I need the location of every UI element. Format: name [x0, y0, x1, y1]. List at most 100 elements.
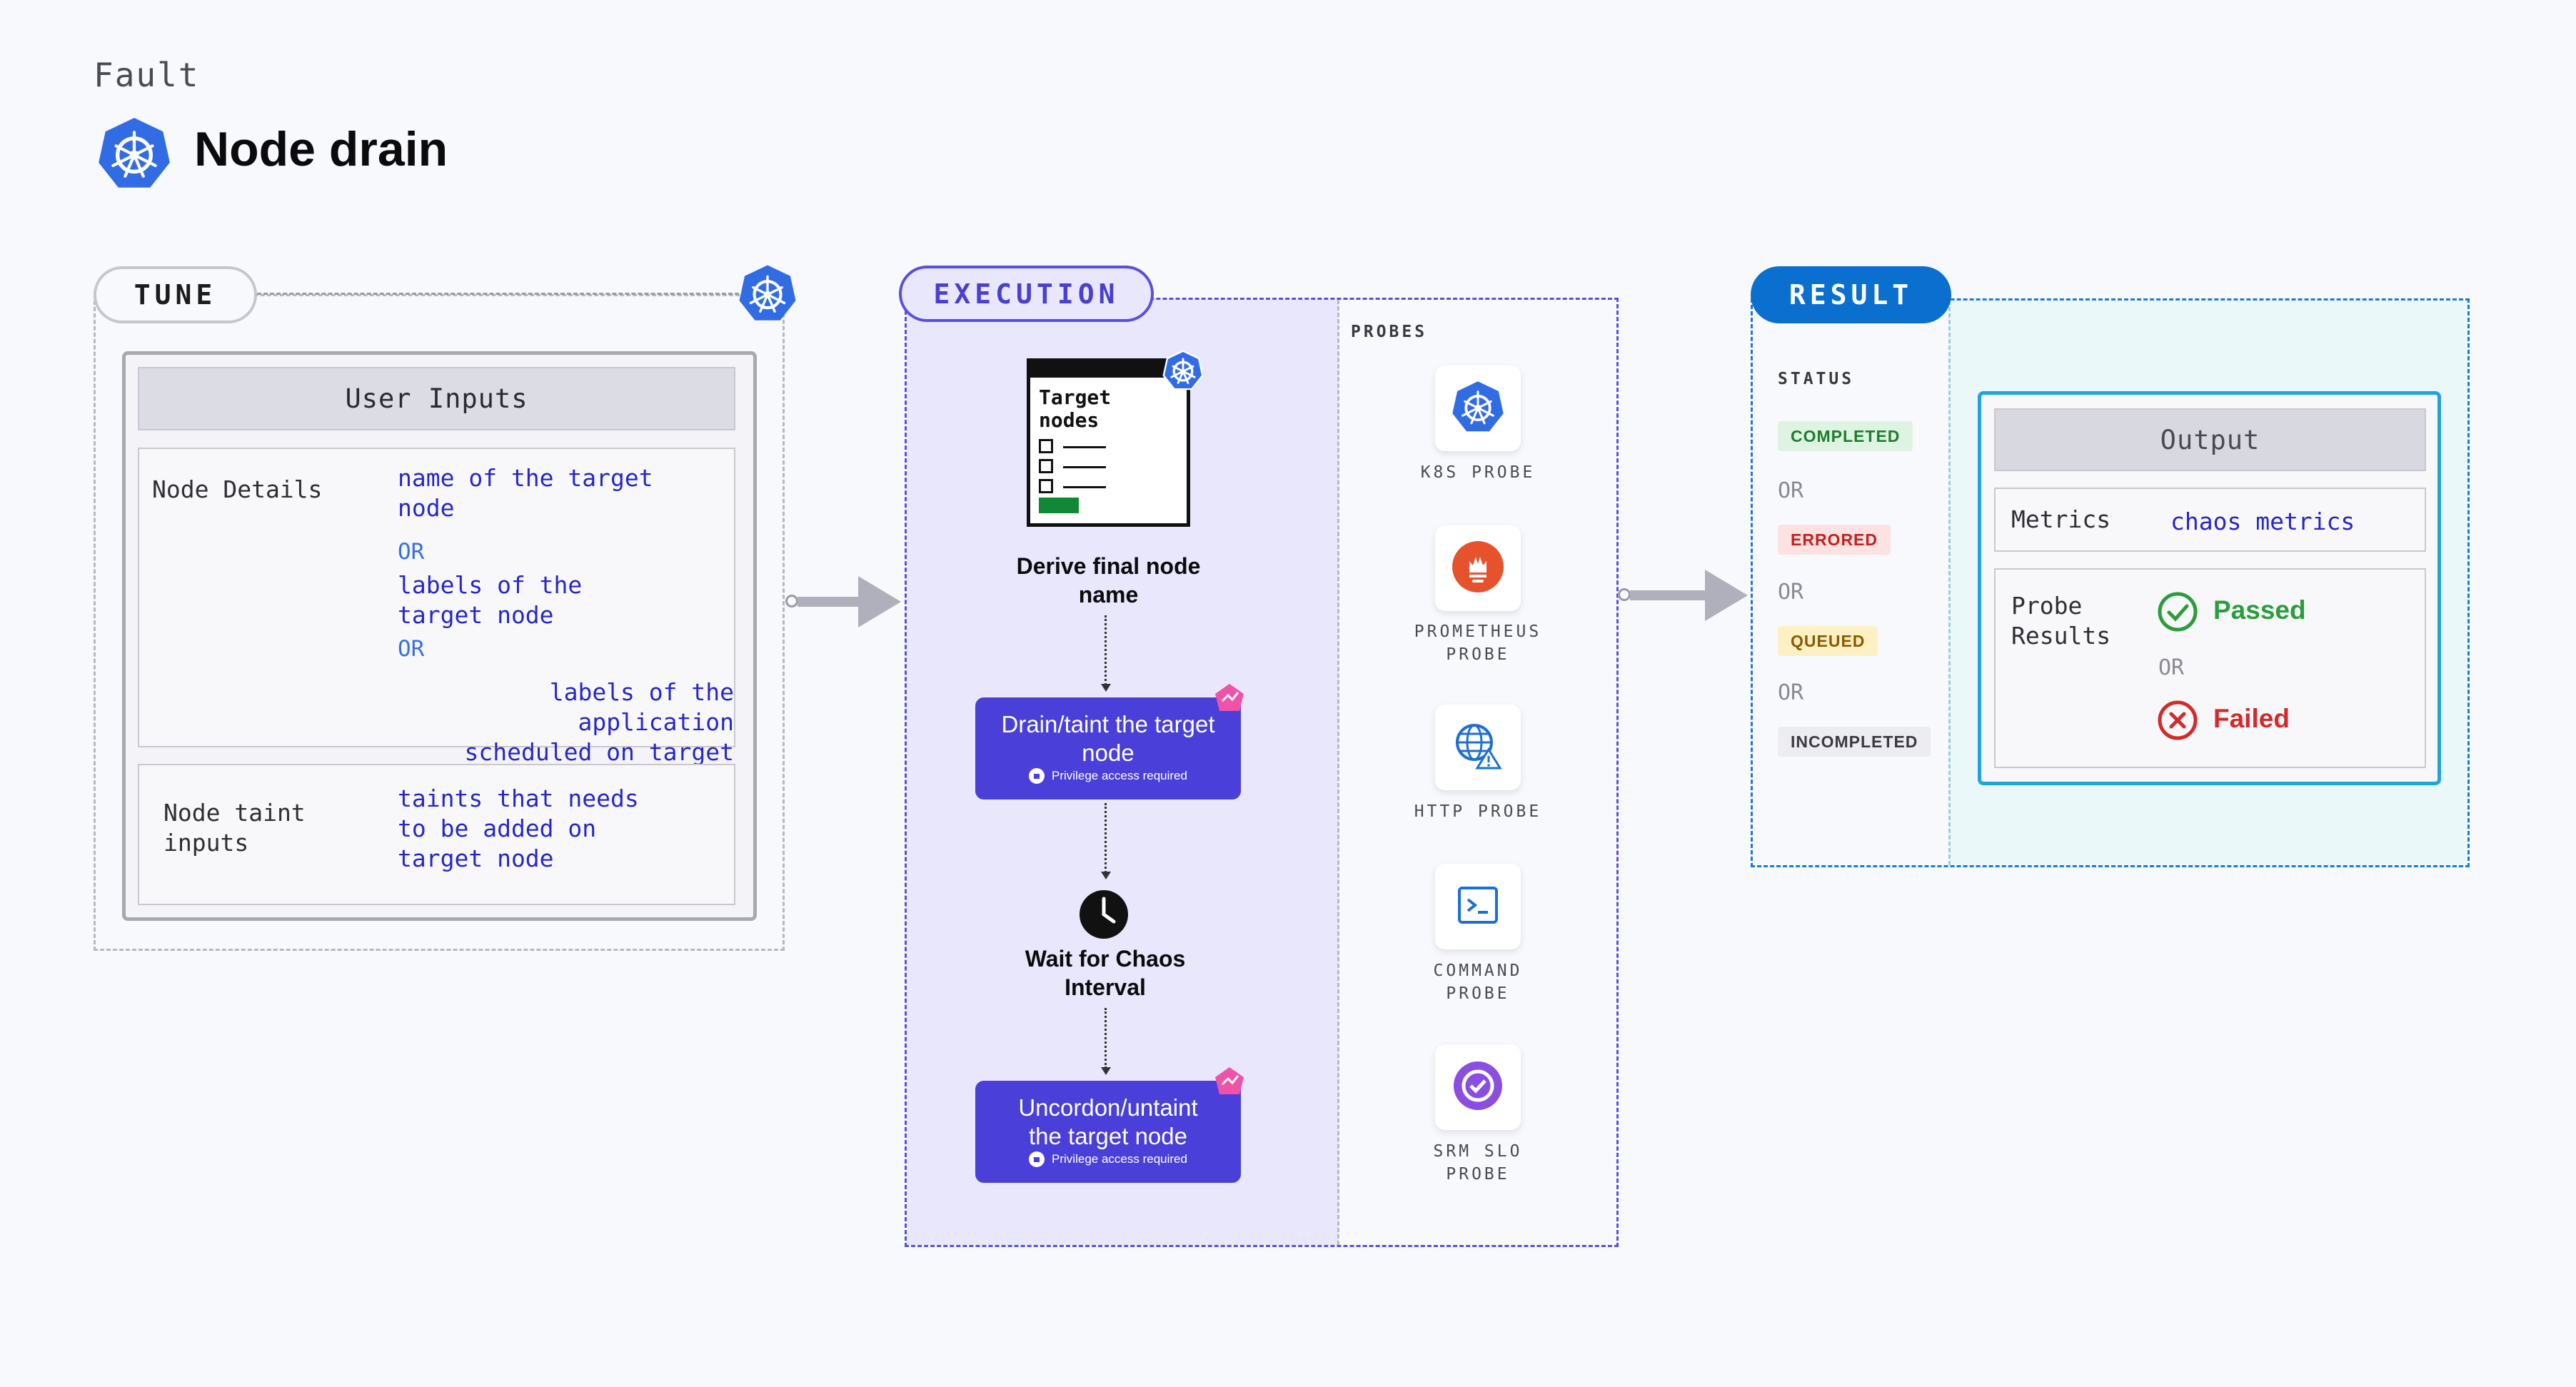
result-divider [1948, 301, 1951, 865]
label-line: inputs [163, 829, 249, 857]
tune-section [94, 294, 785, 951]
status-heading: STATUS [1778, 370, 1855, 388]
connector-dot [1618, 588, 1631, 601]
page-title: Node drain [194, 122, 448, 176]
step-wait-chaos-interval: Wait for Chaos Interval [998, 944, 1212, 1002]
check-circle-icon [2157, 591, 2198, 632]
arrow-head [858, 576, 901, 627]
or-label: OR [1778, 478, 1804, 503]
step-line: node [1082, 740, 1134, 766]
target-nodes-title: Target nodes [1039, 386, 1111, 432]
node-details-value: labels of the target node [398, 570, 582, 630]
prometheus-probe-label: PROMETHEUS PROBE [1385, 620, 1571, 666]
status-bar [1039, 498, 1079, 513]
flow-arrow-head [1101, 872, 1111, 879]
prometheus-probe-tile [1435, 525, 1521, 611]
value-line: target node [398, 844, 554, 872]
checklist-row [1039, 479, 1117, 495]
node-taint-card: Node taint inputs taints that needs to b… [138, 764, 735, 905]
node-taint-value: taints that needs to be added on target … [398, 784, 639, 874]
step-line: Derive final node [1016, 553, 1201, 579]
or-label: OR [398, 539, 425, 565]
globe-warning-icon [1453, 721, 1503, 775]
connector-dot [785, 595, 798, 607]
fault-label: Fault [94, 56, 200, 94]
step-line: the target node [1028, 1123, 1187, 1149]
privilege-note: Privilege access required [1052, 1152, 1187, 1166]
value-line: node [398, 494, 455, 522]
http-probe-label: HTTP PROBE [1385, 800, 1571, 823]
http-probe-tile [1435, 705, 1521, 790]
node-details-label: Node Details [152, 475, 323, 503]
probes-heading: PROBES [1351, 323, 1428, 341]
flow-arrow-head [1101, 1067, 1111, 1075]
kubernetes-icon [738, 263, 798, 323]
command-probe-label: COMMAND PROBE [1385, 959, 1571, 1005]
probe-label-line: PROBE [1446, 984, 1510, 1003]
title-line: Target [1039, 385, 1112, 409]
label-line: Node taint [163, 799, 306, 827]
lock-icon [1029, 768, 1045, 784]
output-title: Output [1994, 408, 2426, 471]
node-details-card: Node Details name of the target node OR … [138, 448, 735, 796]
or-label: OR [2158, 655, 2185, 680]
probe-results-label: Probe Results [2011, 591, 2110, 651]
kubernetes-icon [96, 116, 172, 191]
flow-arrow-head [1101, 684, 1111, 692]
step-uncordon-untaint: Uncordon/untaint the target node Privile… [975, 1081, 1241, 1183]
card-titlebar [1030, 362, 1187, 378]
checklist-row [1039, 459, 1117, 475]
node-details-value: name of the target node [398, 463, 653, 523]
label-line: Probe [2011, 592, 2083, 620]
privilege-note: Privilege access required [1052, 769, 1187, 782]
status-errored: ERRORED [1778, 525, 1891, 555]
tune-pill: TUNE [94, 266, 257, 323]
probe-label-line: SRM SLO [1433, 1142, 1523, 1161]
status-completed: COMPLETED [1778, 421, 1913, 451]
value-line: labels of the [398, 571, 583, 599]
probe-label-line: PROBE [1446, 645, 1510, 664]
or-label: OR [398, 636, 425, 662]
k8s-probe-label: K8S PROBE [1385, 461, 1571, 484]
k8s-probe-tile [1435, 365, 1521, 451]
value-line: to be added on [398, 814, 597, 842]
arrow-head [1705, 570, 1748, 621]
checklist-row [1039, 439, 1117, 455]
value-line: target node [398, 601, 554, 629]
terminal-icon [1455, 882, 1501, 932]
probes-divider [1337, 300, 1339, 1245]
or-label: OR [1778, 680, 1804, 705]
x-circle-icon [2157, 700, 2198, 741]
probe-results-card: Probe Results Passed OR Failed [1994, 568, 2426, 768]
tune-connector-line [257, 293, 739, 295]
probe-label-line: HTTP PROBE [1414, 802, 1542, 821]
probe-label-line: PROBE [1446, 1165, 1510, 1184]
chaos-badge-icon [1214, 1066, 1245, 1097]
srm-slo-probe-label: SRM SLO PROBE [1385, 1140, 1571, 1186]
title-line: nodes [1039, 408, 1100, 432]
status-incompleted: INCOMPLETED [1778, 727, 1931, 757]
step-line: name [1078, 582, 1139, 607]
lock-icon [1029, 1151, 1045, 1167]
step-line: Interval [1065, 974, 1146, 1000]
flow-arrow [1105, 1008, 1107, 1069]
result-section [1751, 298, 2470, 867]
value-line: name of the target [398, 464, 653, 492]
metrics-value: chaos metrics [2170, 508, 2355, 535]
probe-label-line: PROMETHEUS [1414, 622, 1542, 641]
probe-label-line: COMMAND [1433, 962, 1523, 980]
clock-icon [1078, 889, 1129, 940]
label-line: Results [2011, 622, 2111, 650]
execution-pill: EXECUTION [899, 266, 1154, 322]
probe-label-line: K8S PROBE [1420, 463, 1536, 482]
passed-label: Passed [2213, 595, 2306, 625]
slo-icon [1451, 1059, 1505, 1116]
step-derive-node: Derive final node name [1000, 552, 1217, 609]
kubernetes-icon [1162, 350, 1204, 391]
value-line: labels of the application [549, 678, 734, 736]
step-line: Wait for Chaos [1025, 946, 1186, 972]
step-line: Drain/taint the target [1001, 711, 1215, 737]
or-label: OR [1778, 580, 1804, 605]
execution-section [905, 298, 1619, 1247]
kubernetes-icon [1451, 380, 1505, 438]
